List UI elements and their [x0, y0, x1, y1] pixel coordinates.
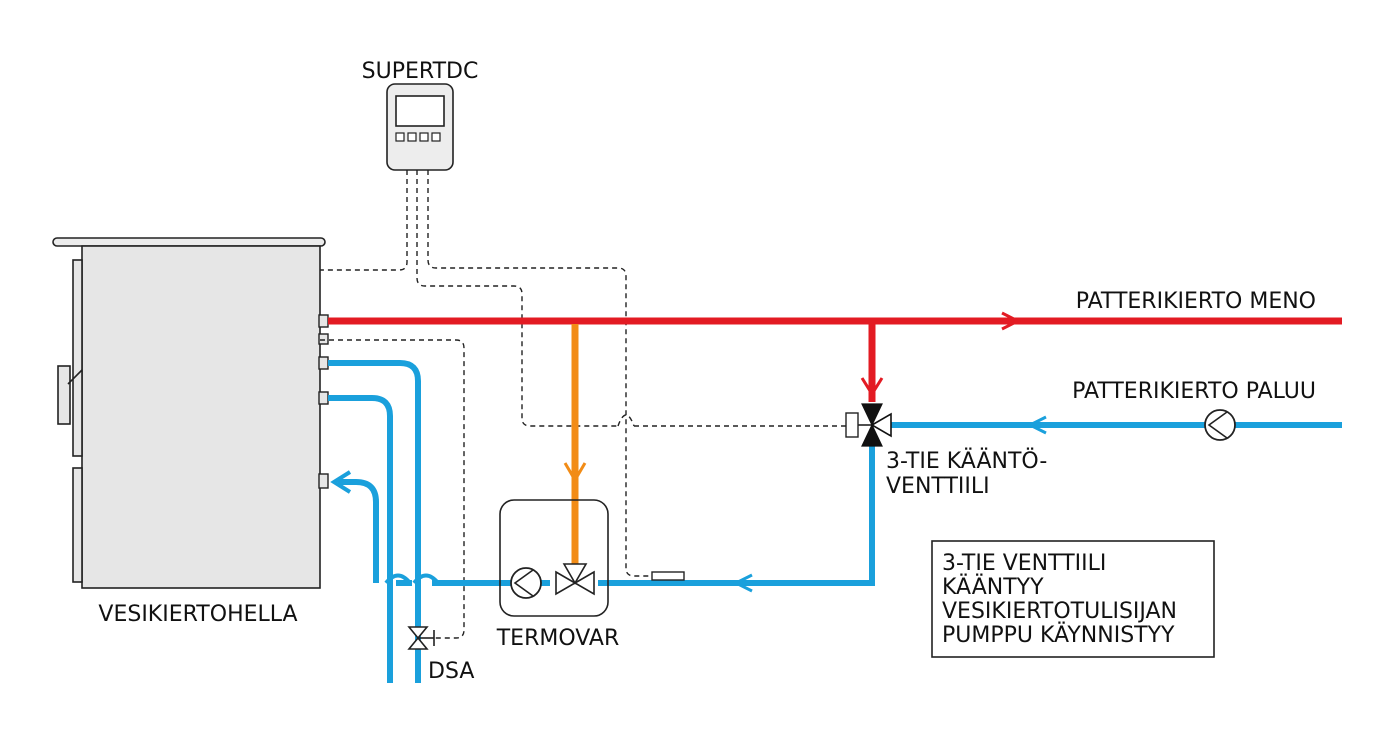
controller — [386, 83, 454, 171]
info-box-line-3: VESIKIERTOTULISIJAN — [942, 599, 1177, 624]
stove-connector-sensor — [318, 333, 329, 345]
pump-icon-arrow — [1207, 411, 1228, 439]
stove-connector-coil-1 — [318, 356, 329, 370]
wire-crossover — [617, 414, 635, 427]
pipe-coil-2 — [328, 395, 393, 683]
valve-icon — [555, 563, 595, 596]
return-arrow-stove — [330, 470, 352, 494]
controller-button — [419, 132, 429, 142]
wire-dsa — [320, 339, 465, 639]
pipes — [328, 311, 1342, 683]
controller-button — [395, 132, 405, 142]
termovar-label: TERMOVAR — [496, 626, 620, 651]
stove-connector-coil-2 — [318, 391, 329, 405]
stove-label: VESIKIERTOHELLA — [98, 602, 297, 627]
flow-arrow-down — [860, 377, 884, 397]
pump-icon — [1204, 409, 1236, 441]
return-arrow-2 — [732, 573, 753, 593]
stove-connector-return — [318, 473, 329, 489]
stove-handle-arm — [67, 369, 83, 385]
controller-display — [395, 95, 445, 127]
stove-door-lower — [72, 467, 83, 583]
diverter-valve-label-1: 3-TIE KÄÄNTÖ- — [886, 448, 1047, 474]
valve-port-icon — [870, 412, 892, 438]
stove — [52, 237, 329, 589]
termovar-unit — [499, 499, 609, 617]
diverter-valve — [845, 403, 892, 447]
pump-icon-arrow — [513, 569, 534, 597]
info-box-line-4: PUMPPU KÄYNNISTYY — [942, 622, 1175, 648]
diverter-valve-label-2: VENTTIILI — [886, 474, 990, 499]
dsa-label: DSA — [428, 659, 474, 684]
loading-arrow — [563, 462, 587, 483]
stove-connector-flow — [318, 314, 329, 328]
wire-termovar-pump — [416, 170, 618, 427]
info-box-line-2: KÄÄNTYY — [942, 574, 1044, 600]
wire-return-sensor — [427, 170, 652, 577]
signal-wires — [320, 170, 846, 639]
pipe-valve-to-termovar — [598, 444, 875, 586]
return-sensor-icon — [651, 571, 685, 581]
controller-button — [431, 132, 441, 142]
stove-body — [81, 245, 321, 589]
flow-line-label: PATTERIKIERTO MENO — [1076, 289, 1316, 314]
return-arrow — [1026, 415, 1047, 435]
stove-door-upper — [72, 259, 83, 457]
pump-icon — [510, 567, 542, 599]
controller-label: SUPERTDC — [362, 59, 479, 84]
flow-arrow — [1001, 311, 1022, 331]
stove-handle — [57, 365, 71, 425]
pipe-coil-1 — [328, 360, 421, 683]
info-box — [931, 540, 1215, 658]
dsa-valve — [407, 626, 435, 650]
return-line-label: PATTERIKIERTO PALUU — [1072, 379, 1316, 404]
stove-top-plate — [52, 237, 326, 247]
info-box-line-1: 3-TIE VENTTIILI — [942, 551, 1106, 576]
wire-stove-sensor — [320, 170, 408, 271]
controller-button — [407, 132, 417, 142]
termovar-box — [499, 499, 609, 617]
pipe-termovar-to-stove — [338, 479, 550, 586]
return-pump — [1204, 409, 1236, 441]
valve-actuator-icon — [845, 412, 859, 438]
